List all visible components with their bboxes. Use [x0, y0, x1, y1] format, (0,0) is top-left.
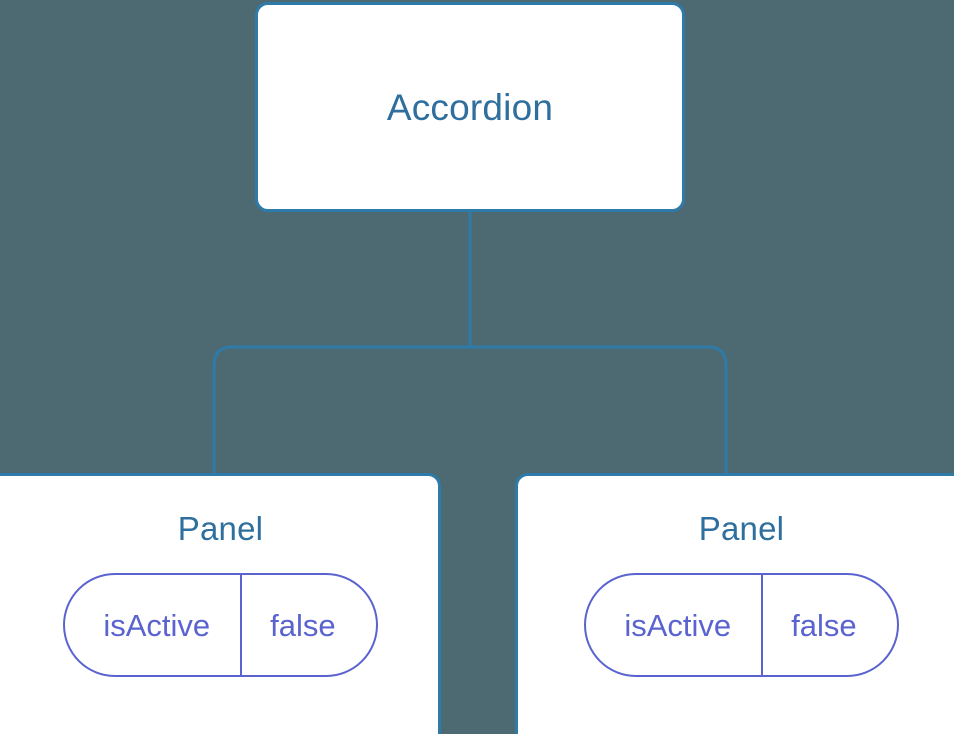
node-panel-2-title: Panel	[698, 510, 785, 547]
node-panel-2-prop-isactive[interactable]: isActive false	[584, 573, 899, 677]
node-accordion-title: Accordion	[386, 86, 554, 128]
edge-bus-to-panel-left	[212, 345, 470, 478]
edge-bus-to-panel-right	[470, 345, 728, 478]
node-panel-1[interactable]: Panel isActive false	[0, 473, 441, 734]
node-accordion[interactable]: Accordion	[255, 2, 685, 212]
prop-key: isActive	[103, 607, 211, 643]
prop-value: false	[761, 575, 896, 675]
prop-value: false	[240, 575, 375, 675]
node-panel-1-title: Panel	[177, 510, 264, 547]
node-panel-2[interactable]: Panel isActive false	[515, 473, 954, 734]
node-panel-1-prop-isactive[interactable]: isActive false	[63, 573, 378, 677]
prop-key: isActive	[624, 607, 732, 643]
